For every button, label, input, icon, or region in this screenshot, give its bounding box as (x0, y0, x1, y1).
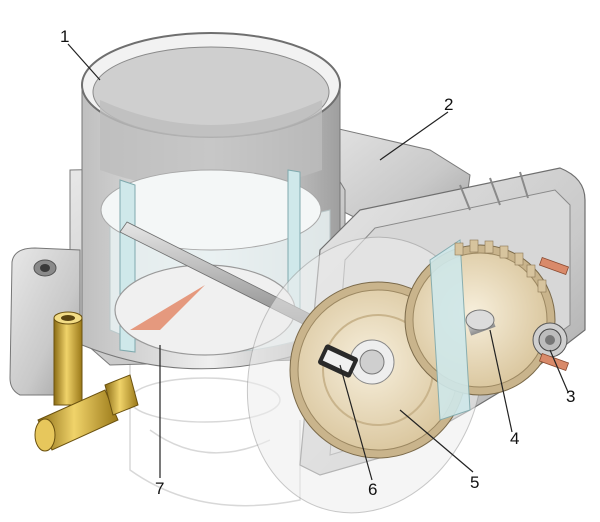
callout-1: 1 (60, 27, 69, 46)
callout-5: 5 (470, 473, 479, 492)
drive-gear (404, 239, 556, 421)
callout-3: 3 (566, 387, 575, 406)
coolant-fitting (34, 311, 139, 452)
gear-teeth (454, 239, 547, 293)
callout-7: 7 (155, 479, 164, 498)
callout-4: 4 (510, 429, 519, 448)
leader-lines (67, 43, 569, 481)
motor-contacts (538, 256, 570, 372)
motor-pinion (532, 322, 568, 358)
callout-2: 2 (444, 95, 453, 114)
callout-6: 6 (368, 480, 377, 499)
position-sensor (318, 344, 358, 378)
